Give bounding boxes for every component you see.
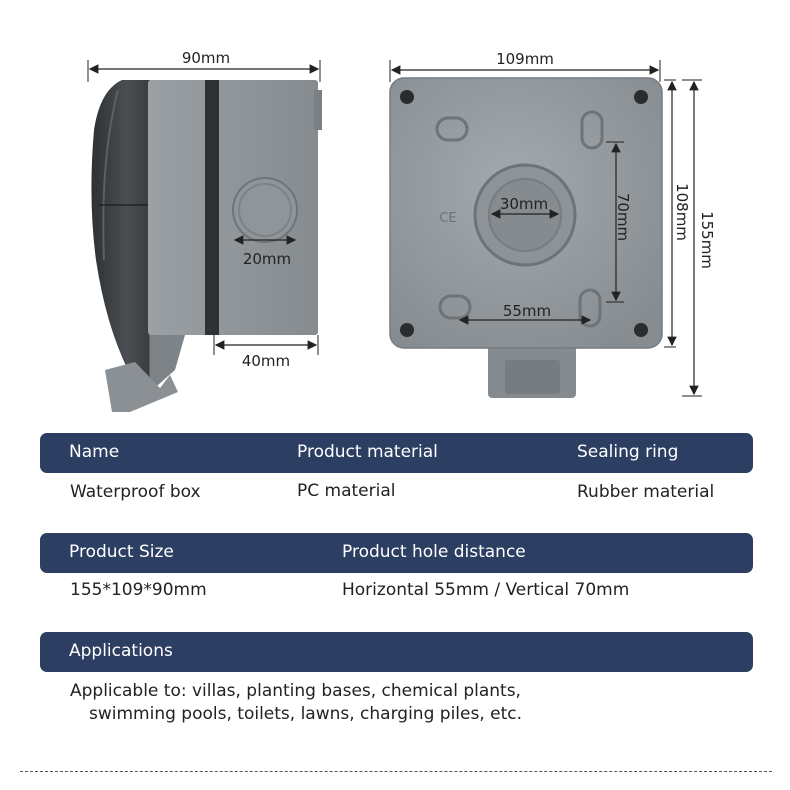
hole-diameter-label: 30mm: [500, 195, 548, 213]
applications-header-bar: Applications: [40, 632, 753, 672]
header-product-material: Product material: [297, 442, 438, 462]
header-product-size: Product Size: [69, 542, 174, 562]
knob-diameter-label: 20mm: [243, 250, 291, 268]
front-width-label: 109mm: [496, 50, 554, 68]
front-view: 109mm CE 30mm 70mm 55mm: [389, 50, 716, 398]
value-sealing-ring: Rubber material: [577, 482, 715, 502]
value-product-material: PC material: [297, 481, 396, 501]
side-view: 90mm 20mm 40mm: [87, 49, 322, 412]
applications-line-1: Applicable to: villas, planting bases, c…: [70, 681, 521, 701]
header-hole-distance: Product hole distance: [342, 542, 526, 562]
total-height-label: 155mm: [698, 211, 716, 269]
header-name: Name: [69, 442, 120, 462]
spec-header-bar-2: Product Size Product hole distance: [40, 533, 753, 573]
screw-icon: [634, 323, 648, 337]
side-cable-clip: [105, 362, 178, 412]
value-product-size: 155*109*90mm: [70, 580, 207, 600]
screw-icon: [634, 90, 648, 104]
screw-icon: [400, 90, 414, 104]
side-width-label: 90mm: [182, 49, 230, 67]
side-knob: [232, 177, 298, 243]
dark-lid: [91, 80, 150, 392]
applications-line-2: swimming pools, toilets, lawns, charging…: [89, 704, 523, 724]
horizontal-hole-label: 55mm: [503, 302, 551, 320]
body-height-label: 108mm: [673, 183, 691, 241]
vertical-hole-label: 70mm: [614, 193, 632, 241]
value-hole-distance: Horizontal 55mm / Vertical 70mm: [342, 580, 630, 600]
header-sealing-ring: Sealing ring: [577, 442, 679, 462]
header-applications: Applications: [69, 641, 173, 661]
spec-header-bar-1: Name Product material Sealing ring: [40, 433, 753, 473]
screw-icon: [400, 323, 414, 337]
ce-mark: CE: [439, 211, 456, 226]
bottom-dashed-divider: [20, 771, 772, 772]
value-name: Waterproof box: [70, 482, 201, 502]
side-depth-label: 40mm: [242, 352, 290, 370]
product-dimension-diagram: 90mm 20mm 40mm 109mm: [87, 49, 716, 412]
